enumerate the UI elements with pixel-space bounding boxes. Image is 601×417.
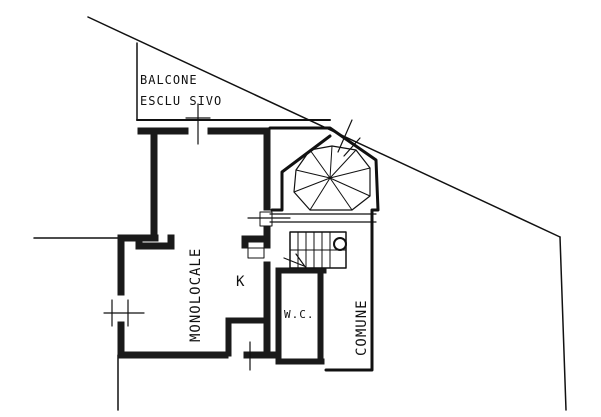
balcony-label-line1: BALCONE xyxy=(140,73,198,87)
apartment-walls xyxy=(103,103,327,371)
room-labels: BALCONE ESCLU SIVO MONOLOCALE K W.C. COM… xyxy=(140,73,370,356)
kitchen-label: K xyxy=(236,274,245,290)
stair-core xyxy=(268,119,380,372)
balcony-label-line2: ESCLU SIVO xyxy=(140,94,222,108)
wc-label: W.C. xyxy=(284,308,315,321)
studio-label: MONOLOCALE xyxy=(188,248,204,342)
common-label: COMUNE xyxy=(354,299,370,356)
